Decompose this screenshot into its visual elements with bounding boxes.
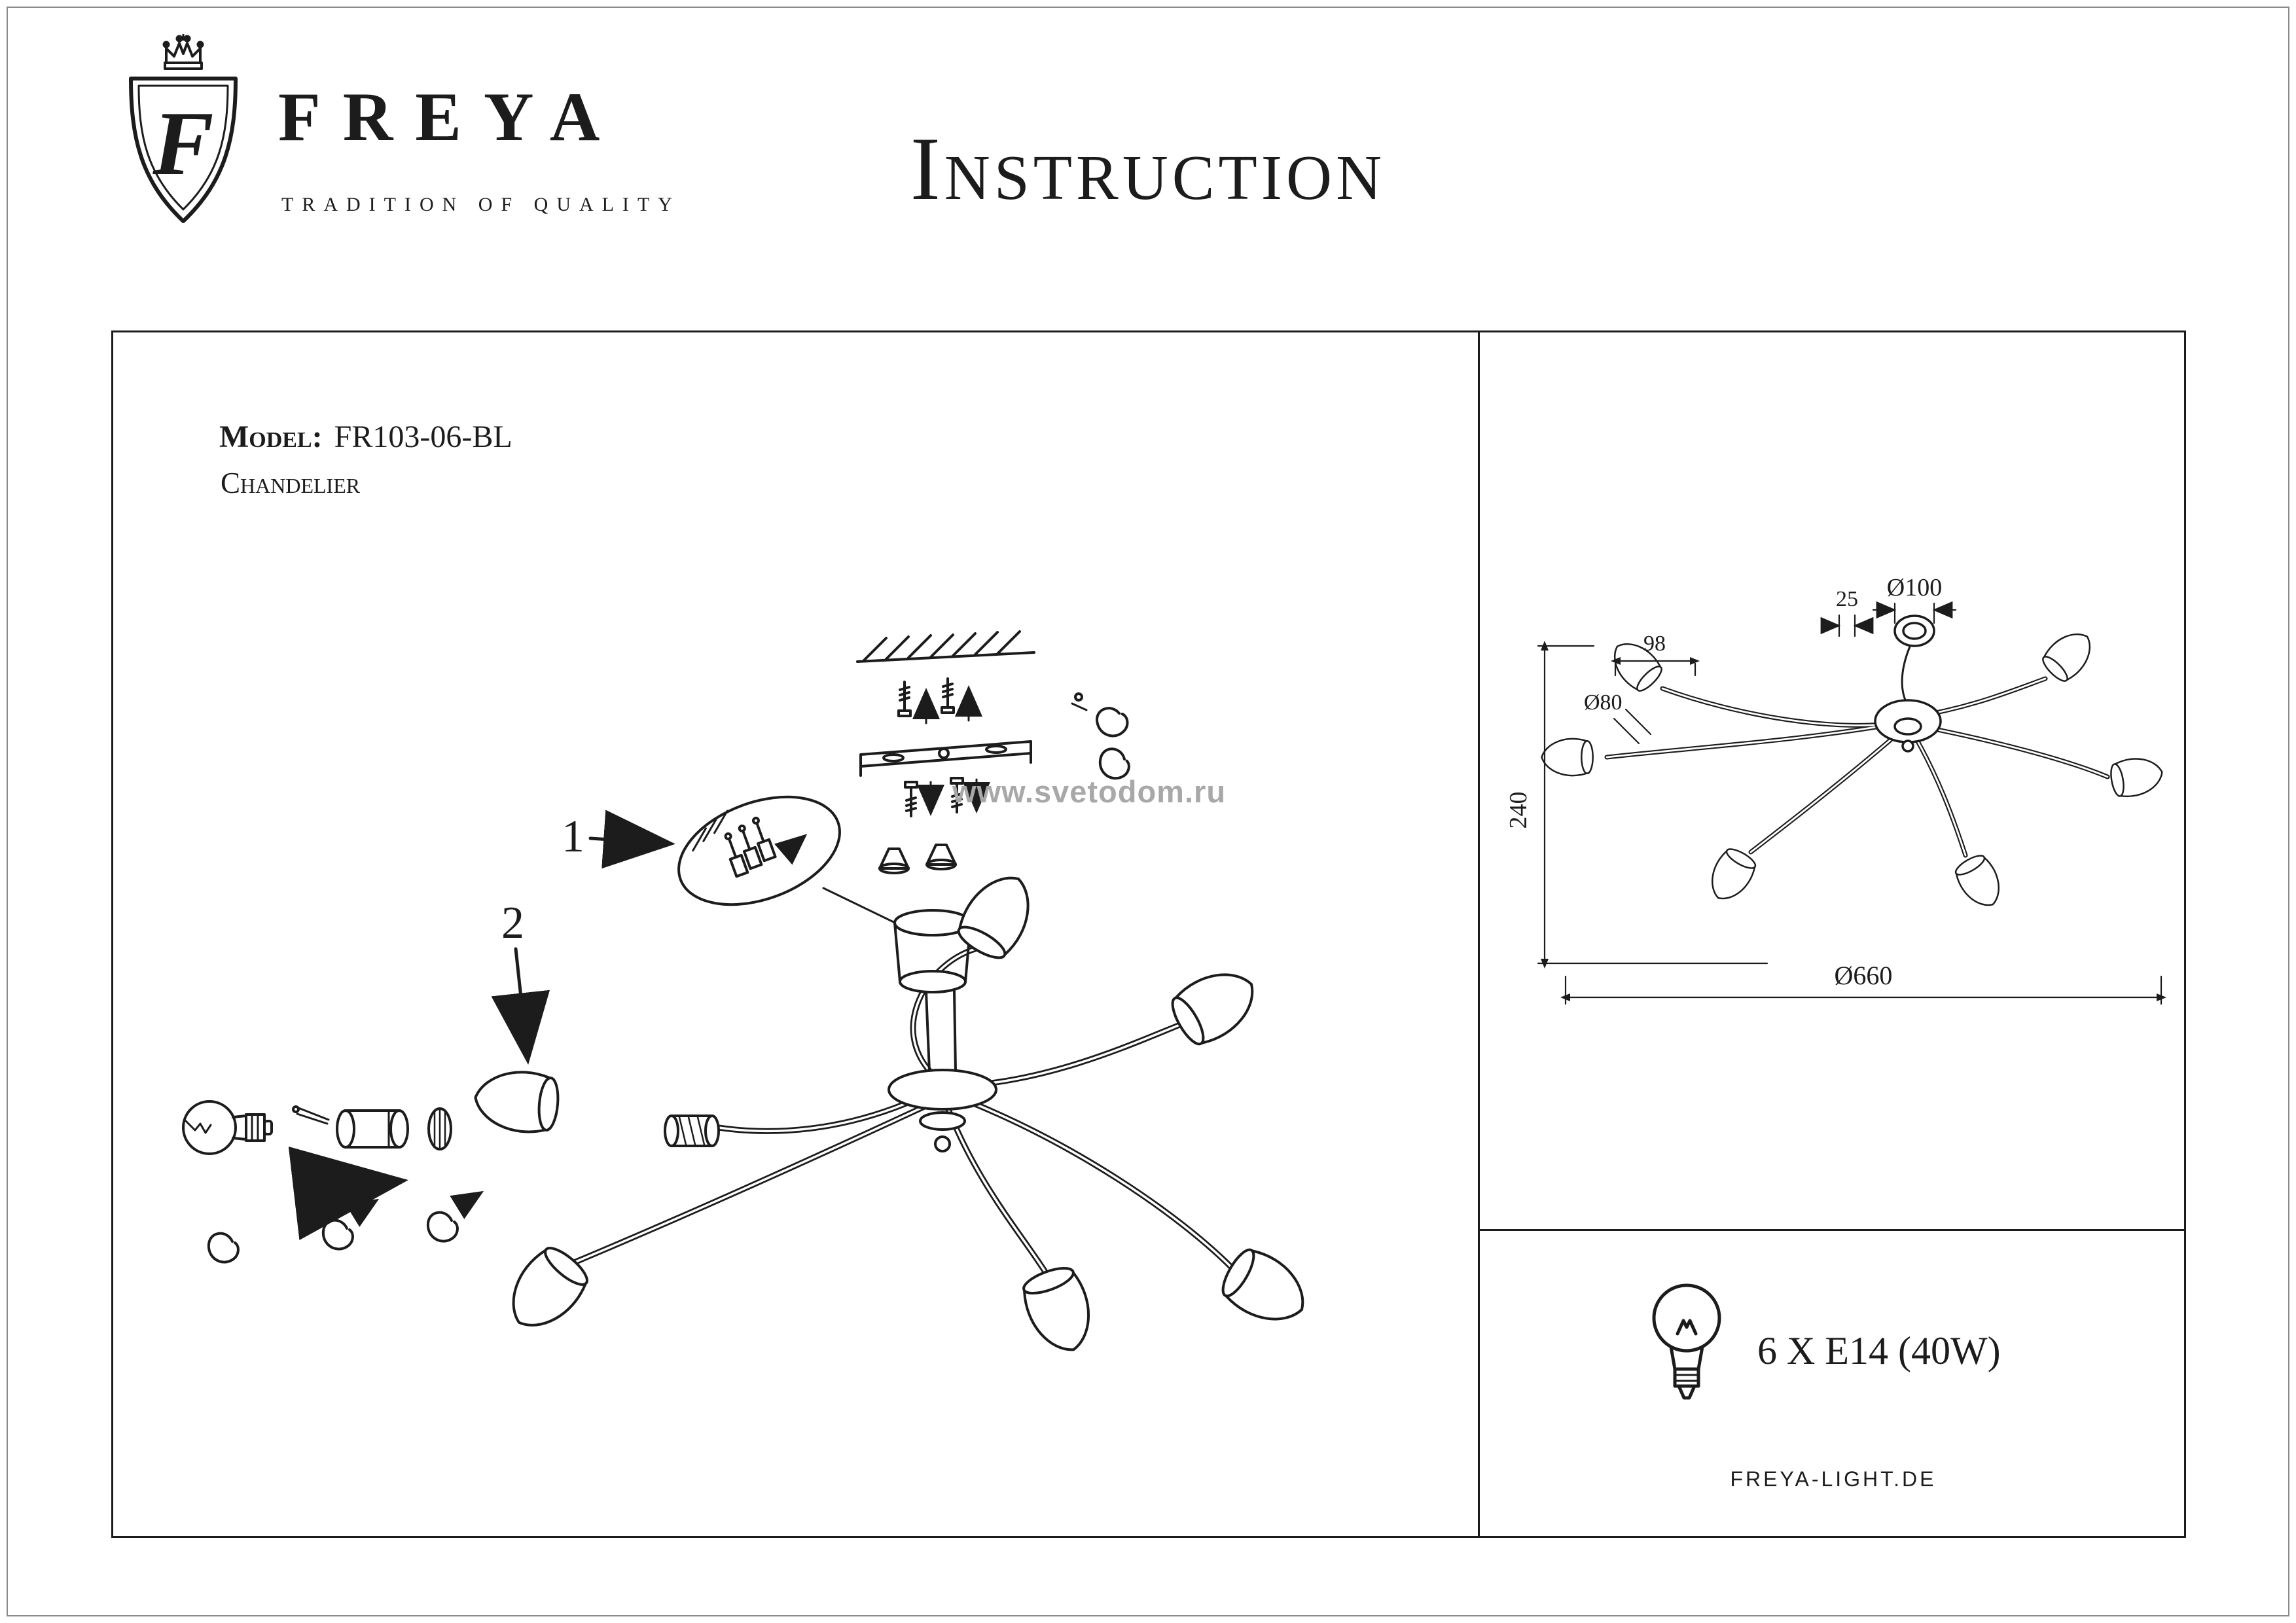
dim-shade-length: [1611, 657, 1700, 677]
dim-height: [1537, 641, 1768, 969]
exploded-shade: [471, 1067, 562, 1136]
product-type: Chandelier: [221, 467, 361, 499]
label-offset-25: 25: [1836, 587, 1858, 611]
brand-monogram: F: [152, 93, 213, 194]
brand-tagline: TRADITION OF QUALITY: [281, 194, 681, 215]
panel-divider-vertical: [1478, 330, 1480, 1538]
dim-shade-diameter: [1613, 708, 1652, 745]
dim-offset-25: [1820, 614, 1874, 637]
dim-canopy-diameter: [1872, 601, 1957, 624]
knurled-ring: [427, 1107, 452, 1150]
chandelier-arms: [569, 946, 1235, 1276]
step1-arrow: [588, 810, 675, 869]
dimension-diagram: Ø100 25 98 Ø80 240 Ø660: [1505, 574, 2166, 1005]
assembly-diagram: 1 2: [182, 630, 1318, 1361]
label-height: 240: [1505, 792, 1532, 829]
light-bulb: [182, 1100, 273, 1155]
label-canopy-diameter: Ø100: [1887, 574, 1942, 601]
brand-crown-icon: [162, 34, 204, 70]
brand-shield-icon: F: [129, 34, 238, 223]
dim-canopy: [1874, 615, 1942, 753]
bulb-icon: [1652, 1283, 1721, 1400]
model-value: FR103-06-BL: [334, 419, 512, 454]
mounting-screws-top: [897, 677, 982, 724]
watermark: www.svetodom.ru: [952, 774, 1227, 809]
assembly-direction-arrow: [288, 1146, 408, 1240]
label-shade-diameter: Ø80: [1584, 690, 1623, 715]
panel-divider-horizontal: [1478, 1229, 2186, 1231]
wiring-callout: [677, 795, 841, 906]
decorative-hooks-right: [1071, 692, 1133, 782]
mounting-bracket: [859, 740, 1032, 777]
content-frame: [111, 330, 2186, 1538]
label-total-diameter: Ø660: [1835, 961, 1893, 990]
mounting-screws-bottom: [904, 777, 990, 817]
website: FREYA-LIGHT.DE: [1730, 1467, 1937, 1491]
step2-arrow: [491, 947, 550, 1065]
cone-sleeves: [878, 844, 957, 874]
step1-number: 1: [562, 812, 584, 862]
dim-total-diameter: [1560, 975, 2166, 1005]
model-label: Model:: [219, 419, 323, 454]
decorative-hooks-bottom: [207, 1190, 484, 1264]
label-shade-length: 98: [1643, 632, 1666, 656]
model-line: Model: FR103-06-BL: [219, 419, 512, 455]
ceiling-hatch: [856, 630, 1035, 663]
arm-hub: [888, 1069, 997, 1152]
lamp-spec: 6 X E14 (40W): [1757, 1329, 2001, 1372]
retaining-pin: [292, 1105, 330, 1125]
socket-body: [336, 1109, 409, 1149]
brand-name: FREYA: [278, 79, 622, 155]
step2-number: 2: [501, 898, 524, 948]
threaded-socket: [664, 1115, 720, 1147]
dim-arms: [1604, 676, 2110, 858]
callout-leader: [822, 887, 906, 929]
page-title: Instruction: [910, 118, 1386, 219]
